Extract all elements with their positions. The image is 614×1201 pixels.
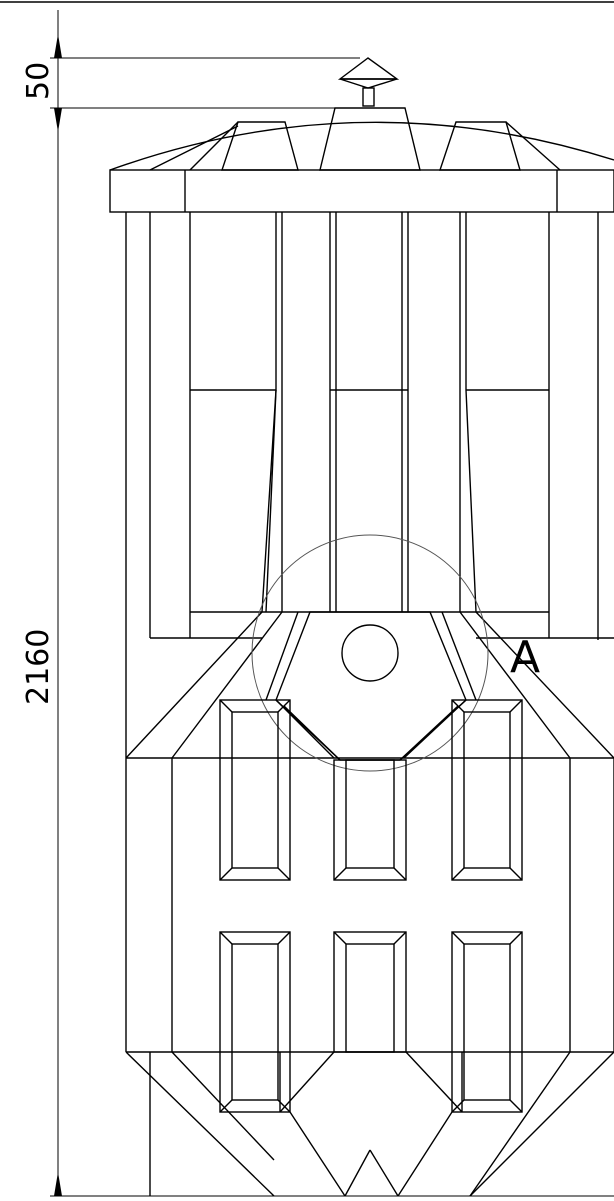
transition-zone xyxy=(125,611,614,761)
lower-panels xyxy=(219,931,523,1113)
roof xyxy=(109,107,614,171)
center-hole xyxy=(341,624,399,682)
lower-body xyxy=(125,758,614,1053)
vent-cap xyxy=(337,57,400,107)
detail-callout: A xyxy=(251,534,540,772)
upper-panels xyxy=(219,699,523,881)
dimension-label-overall: 2160 xyxy=(21,629,56,705)
dimension-label-cap: 50 xyxy=(21,62,56,100)
base xyxy=(125,1051,614,1197)
detail-label: A xyxy=(510,632,540,683)
upper-body xyxy=(125,212,614,758)
roof-band xyxy=(109,169,614,213)
dimension-overall-height: 2160 50 xyxy=(21,10,614,1197)
